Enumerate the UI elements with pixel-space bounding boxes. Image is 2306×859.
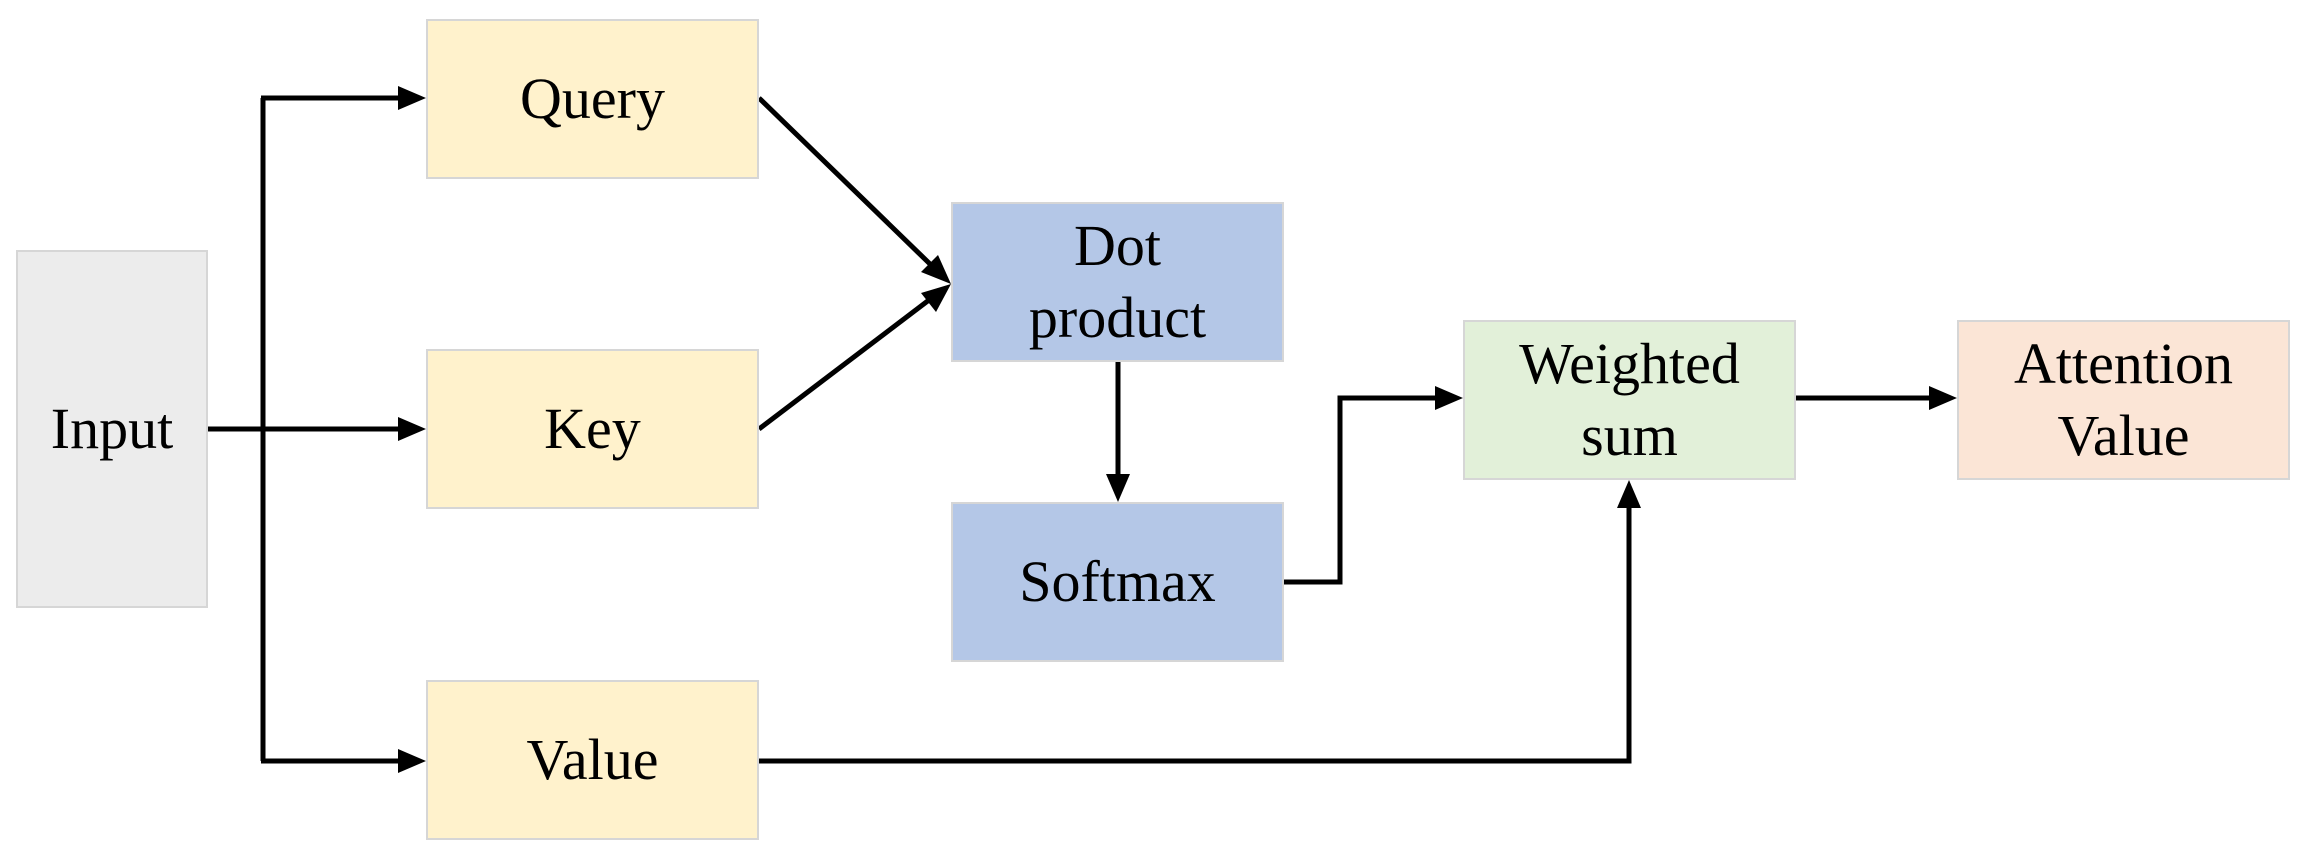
arrowhead-value (398, 749, 426, 773)
dot-product-node: Dot product (951, 202, 1284, 362)
softmax-node: Softmax (951, 502, 1284, 662)
dot-product-label: Dot product (1028, 212, 1207, 351)
edge-key-to-dot (757, 298, 931, 431)
input-label: Input (50, 395, 174, 461)
weighted-sum-node: Weighted sum (1463, 320, 1796, 480)
arrowhead-query (398, 86, 426, 110)
key-label: Key (544, 395, 641, 461)
arrowhead-softmax (1106, 474, 1130, 502)
arrowhead-dot-from-key (921, 284, 951, 312)
softmax-label: Softmax (1019, 548, 1216, 614)
key-node: Key (426, 349, 759, 509)
attention-value-label: Attention Value (2013, 330, 2234, 469)
input-node: Input (16, 250, 208, 608)
arrowhead-weighted-from-softmax (1435, 386, 1463, 410)
edge-softmax-to-weighted (1284, 395, 1437, 585)
arrowhead-weighted-from-value (1617, 480, 1641, 508)
attention-value-node: Attention Value (1957, 320, 2290, 480)
query-label: Query (520, 65, 665, 131)
arrowhead-attention (1929, 386, 1957, 410)
weighted-sum-label: Weighted sum (1519, 330, 1740, 469)
value-node: Value (426, 680, 759, 840)
query-node: Query (426, 19, 759, 179)
arrowhead-key (398, 417, 426, 441)
arrowhead-dot-from-query (921, 255, 951, 284)
edge-query-to-dot (757, 96, 932, 266)
edge-value-to-weighted (759, 506, 1632, 764)
value-label: Value (526, 726, 659, 792)
